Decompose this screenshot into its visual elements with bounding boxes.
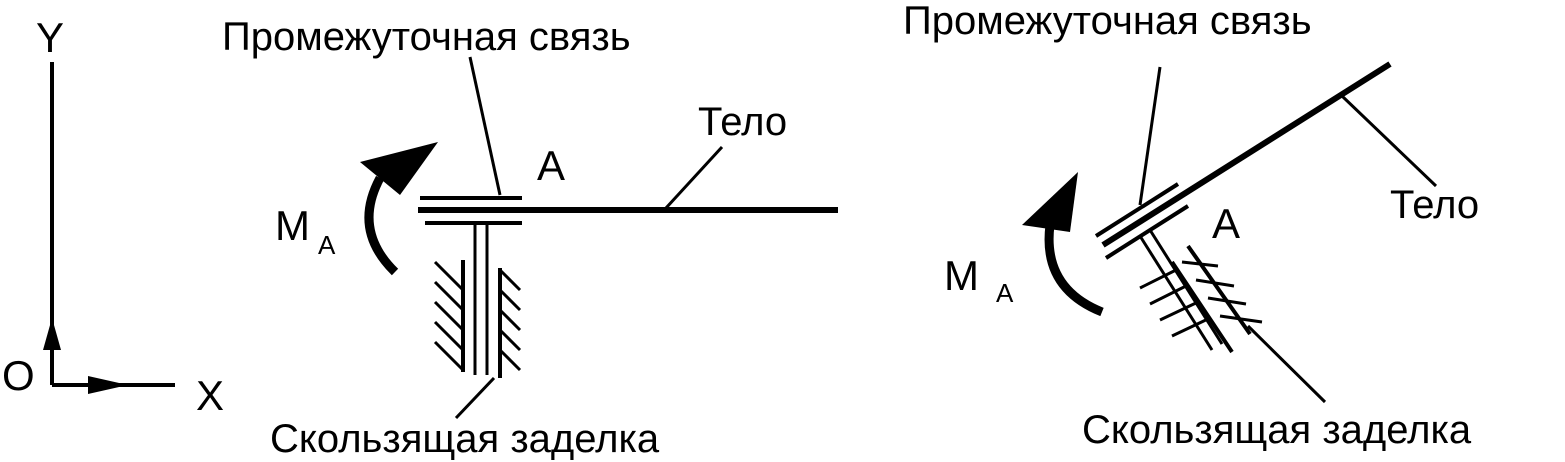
y-axis-arrow-icon — [43, 318, 61, 350]
left-body-leader — [664, 145, 724, 210]
right-link-rod-1 — [1138, 235, 1214, 351]
right-link-leader — [1138, 66, 1162, 206]
right-point-a-label: A — [1212, 200, 1240, 247]
right-support-leader — [1246, 324, 1327, 404]
right-diagram: Промежуточная связь Тело A M A Скользяща… — [903, 0, 1479, 452]
right-sliding-support-label: Скользящая заделка — [1082, 408, 1472, 452]
left-moment-subscript: A — [318, 230, 336, 260]
right-body-leader — [1340, 94, 1438, 188]
left-support-leader — [454, 376, 496, 420]
left-sliding-support-label: Скользящая заделка — [270, 417, 660, 461]
right-moment-arc — [1044, 224, 1104, 317]
left-intermediate-link-label: Промежуточная связь — [222, 15, 631, 59]
x-axis-arrow-icon — [88, 376, 128, 394]
left-link-leader — [468, 56, 502, 196]
left-diagram: Промежуточная связь Тело A M A Скользяща… — [222, 15, 838, 461]
right-moment-label: M — [944, 252, 979, 299]
x-axis-label: X — [196, 372, 224, 419]
right-link-plate-bottom — [1104, 204, 1190, 260]
left-point-a-label: A — [537, 142, 565, 189]
left-moment-arc — [364, 175, 399, 276]
coordinate-axes: Y X O — [2, 14, 224, 419]
left-moment-arrow-icon — [360, 142, 438, 195]
right-link-plate-top — [1094, 182, 1180, 238]
y-axis-label: Y — [36, 14, 64, 61]
right-moment-subscript: A — [996, 278, 1014, 308]
origin-label: O — [2, 352, 35, 399]
right-sliding-support-hatching — [1139, 244, 1263, 354]
right-body-label: Тело — [1390, 183, 1479, 227]
right-body-beam — [1101, 61, 1392, 248]
right-intermediate-link-label: Промежуточная связь — [903, 0, 1312, 43]
left-sliding-support-hatching — [433, 260, 522, 378]
left-moment-label: M — [275, 202, 310, 249]
left-body-label: Тело — [698, 100, 787, 144]
right-moment-arrow-icon — [1022, 172, 1078, 232]
